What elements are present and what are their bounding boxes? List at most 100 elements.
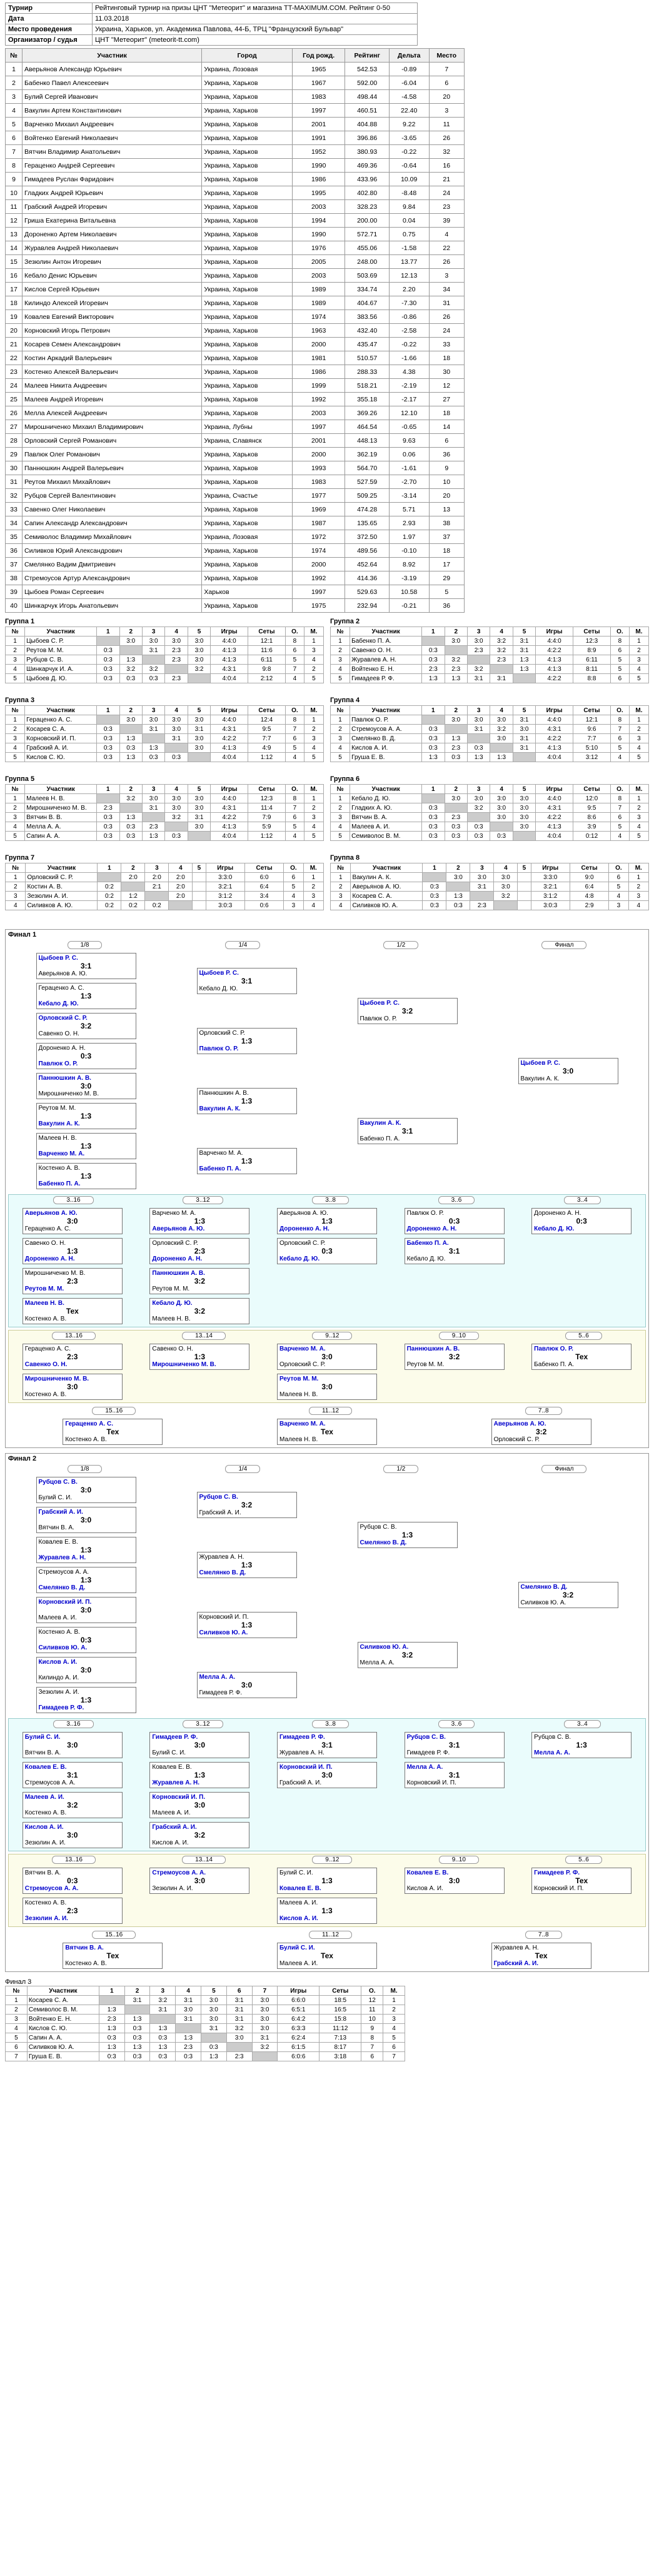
- group-cell: 0:3: [98, 2051, 125, 2061]
- table-cell: -0.21: [388, 598, 430, 613]
- round-label: 1/4: [225, 941, 261, 949]
- group-cell: 12: [361, 1995, 384, 2005]
- table-cell: Грабский Андрей Игоревич: [21, 199, 203, 214]
- player-name: Вакулин А. К.: [520, 1075, 560, 1082]
- group-title: Группа 2: [330, 618, 360, 625]
- table-cell: 3: [5, 89, 23, 104]
- table-cell: 248.00: [345, 254, 390, 269]
- match-score: 3:2: [241, 1501, 253, 1509]
- player-a: Реутов М. М.: [279, 1376, 375, 1382]
- player-name: Кислов А. И.: [152, 1839, 189, 1846]
- player-name: Малеев Н. В.: [279, 1391, 318, 1398]
- player-b: Кислов А. И.: [407, 1885, 502, 1892]
- group-cell: 3: [4, 655, 26, 665]
- group-cell: 2:3: [164, 673, 188, 683]
- group-cell: 3:0: [119, 636, 143, 646]
- group-cell: 1:3: [119, 655, 143, 665]
- match-score: 1:3: [194, 1352, 206, 1361]
- group-cell: 8: [284, 636, 304, 646]
- player-name: Реутов М. М.: [24, 1285, 64, 1292]
- group-cell: Войтенко Е. Н.: [350, 664, 423, 674]
- group-cell: 3: [628, 891, 650, 901]
- round-label: 3..16: [53, 1196, 94, 1204]
- group-cell: [446, 882, 471, 892]
- player-a: Булий С. И.: [25, 1734, 120, 1741]
- table-cell: Украина, Лозовая: [201, 530, 293, 544]
- player-name: Малеев А. И.: [279, 1960, 318, 1967]
- group-cell: 2:3: [466, 645, 491, 655]
- column-header: Участник: [24, 626, 98, 636]
- match-score: 3:2: [194, 1277, 206, 1285]
- group-cell: 1:3: [446, 891, 471, 901]
- group-cell: 0:2: [121, 900, 146, 910]
- group-cell: 6: [284, 812, 304, 822]
- table-cell: Малеев Никита Андреевич: [21, 378, 203, 393]
- group-cell: 3: [303, 645, 324, 655]
- table-cell: 1989: [291, 296, 346, 310]
- group-cell: 0:3: [96, 743, 120, 753]
- group-cell: 1:3: [421, 752, 445, 762]
- group-cell: Грабский А. И.: [24, 743, 98, 753]
- group-cell: 3:0: [251, 2014, 278, 2024]
- player-b: Аверьянов А. Ю.: [152, 1225, 247, 1232]
- player-name: Гераценко А. С.: [24, 1346, 71, 1352]
- group-cell: 3:2: [493, 891, 518, 901]
- player-name: Малеев А. И.: [279, 1899, 318, 1906]
- group-cell: 7:13: [319, 2033, 362, 2043]
- player-b: Дороненко А. Н.: [25, 1255, 120, 1262]
- match-score: 3:0: [80, 1516, 92, 1524]
- table-cell: -0.22: [388, 144, 430, 159]
- table-cell: Украина, Харьков: [201, 461, 293, 475]
- player-name: Смелянко В. Д.: [360, 1539, 407, 1546]
- group-cell: Зезюлин А. И.: [25, 891, 98, 901]
- group-cell: 4: [330, 822, 351, 832]
- final-title: Финал 2: [8, 1455, 37, 1462]
- column-header: М.: [303, 784, 324, 794]
- round-label: Финал: [541, 1465, 587, 1473]
- group-cell: 2:3: [98, 2014, 125, 2024]
- group-cell: 3:0: [226, 2033, 253, 2043]
- table-cell: Павлюк Олег Романович: [21, 447, 203, 461]
- group-cell: 1: [628, 793, 650, 803]
- group-cell: Кислов А. И.: [350, 743, 423, 753]
- player-a: Ковалев Е. В.: [407, 1869, 502, 1876]
- player-name: Паннюшкин А. В.: [406, 1346, 460, 1352]
- player-b: Кебало Д. Ю.: [199, 985, 294, 992]
- group-cell: 1:12: [247, 752, 286, 762]
- group-cell: 1: [4, 793, 26, 803]
- player-b: Зезюлин А. И.: [25, 1915, 120, 1922]
- player-b: Кебало Д. Ю.: [534, 1225, 629, 1232]
- table-cell: 39: [5, 585, 23, 599]
- group-cell: 2:9: [569, 900, 610, 910]
- table-cell: Украина, Харьков: [201, 543, 293, 558]
- player-a: Мелла А. А.: [199, 1674, 294, 1681]
- group-cell: 4:4:0: [535, 793, 573, 803]
- group-cell: 0:3: [421, 822, 445, 832]
- match-score: 2:3: [67, 1906, 78, 1915]
- player-name: Журавлев А. Н.: [38, 1554, 86, 1561]
- column-header: Участник: [350, 784, 423, 794]
- match-score: 3:2: [67, 1801, 78, 1809]
- group-cell: 2:3: [96, 803, 120, 813]
- column-header: №: [330, 784, 351, 794]
- group-cell: [164, 743, 188, 753]
- player-b: Гимадеев Р. Ф.: [39, 1704, 134, 1711]
- match-score: 3:2: [535, 1427, 547, 1436]
- group-cell: 3:0: [512, 803, 536, 813]
